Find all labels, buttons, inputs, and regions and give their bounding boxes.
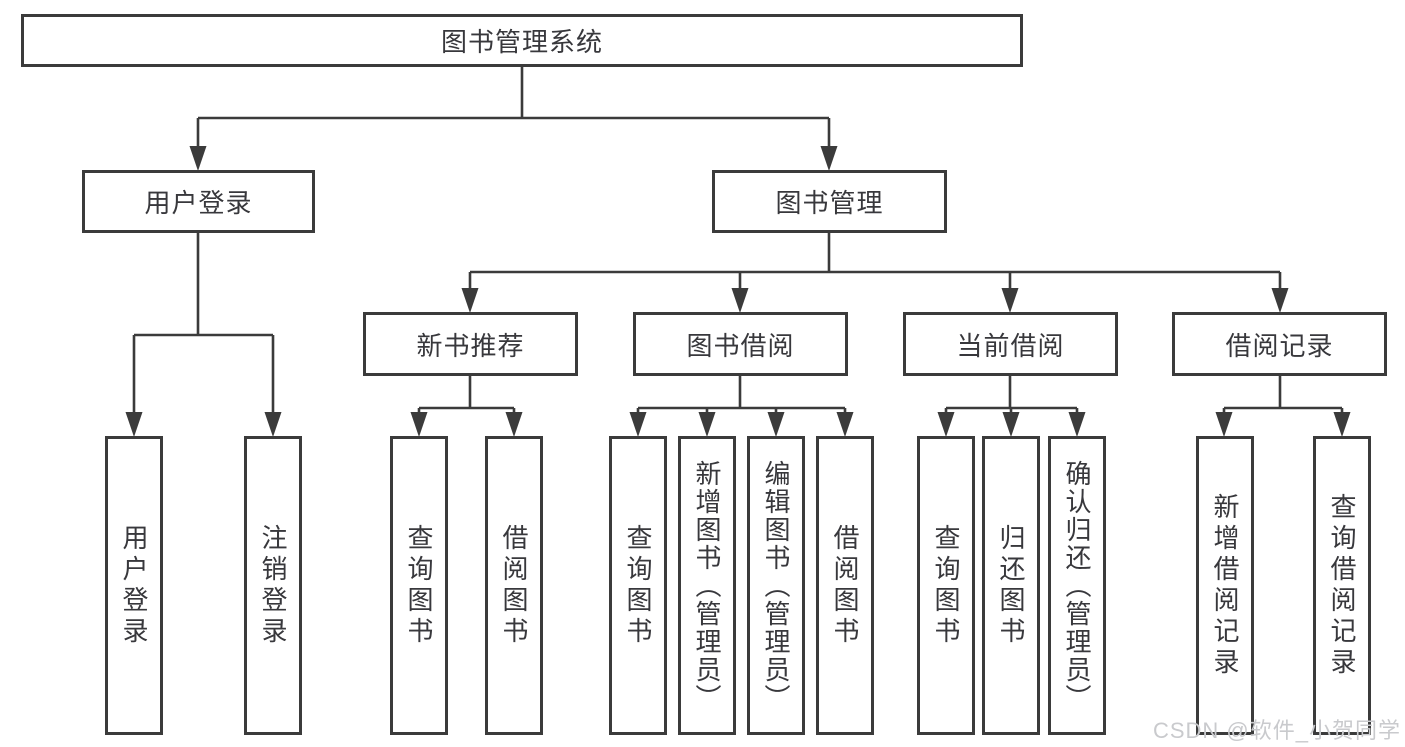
arrow-down-icon [125, 412, 143, 437]
arrow-down-icon [461, 288, 479, 313]
node-current-borrowing-label: 当前借阅 [956, 330, 1065, 361]
node-user-login-label: 用户登录 [144, 188, 253, 218]
node-borrow-records-label: 借阅记录 [1225, 330, 1334, 361]
leaf-edit-book-admin-label: 编辑图书（管理员） [761, 459, 791, 712]
leaf-add-book-admin: 新增图书（管理员） [678, 436, 736, 735]
leaf-current-query-book-label: 查询图书 [931, 523, 961, 648]
arrow-down-icon [698, 412, 716, 437]
leaf-current-query-book: 查询图书 [917, 436, 975, 735]
arrow-down-icon [1001, 288, 1019, 313]
leaf-confirm-return-admin-label: 确认归还（管理员） [1062, 459, 1092, 712]
node-book-management: 图书管理 [712, 170, 947, 233]
node-new-book-recommend-label: 新书推荐 [416, 330, 525, 361]
arrow-down-icon [767, 412, 785, 437]
node-root-label: 图书管理系统 [440, 27, 603, 57]
node-book-borrowing-label: 图书借阅 [686, 330, 795, 361]
node-borrow-records: 借阅记录 [1172, 312, 1387, 376]
arrow-down-icon [1271, 288, 1289, 313]
arrow-down-icon [937, 412, 955, 437]
arrow-down-icon [731, 288, 749, 313]
arrow-down-icon [410, 412, 428, 437]
leaf-recommend-borrow-book: 借阅图书 [485, 436, 543, 735]
node-new-book-recommend: 新书推荐 [363, 312, 578, 376]
arrow-down-icon [836, 412, 854, 437]
leaf-borrowing-borrow-book-label: 借阅图书 [830, 523, 860, 648]
leaf-return-book: 归还图书 [982, 436, 1040, 735]
leaf-logout: 注销登录 [244, 436, 302, 735]
leaf-query-borrow-record: 查询借阅记录 [1313, 436, 1371, 735]
node-book-management-label: 图书管理 [775, 188, 884, 218]
leaf-logout-label: 注销登录 [258, 523, 288, 648]
arrow-down-icon [1002, 412, 1020, 437]
leaf-add-borrow-record-label: 新增借阅记录 [1210, 492, 1240, 679]
arrow-down-icon [264, 412, 282, 437]
arrow-down-icon [189, 146, 207, 171]
leaf-user-login-label: 用户登录 [119, 523, 149, 648]
arrow-down-icon [1333, 412, 1351, 437]
leaf-recommend-query-book-label: 查询图书 [404, 523, 434, 648]
leaf-borrowing-query-book: 查询图书 [609, 436, 667, 735]
csdn-watermark: CSDN @软件_小贺同学 [1152, 718, 1401, 743]
leaf-add-borrow-record: 新增借阅记录 [1196, 436, 1254, 735]
leaf-recommend-borrow-book-label: 借阅图书 [499, 523, 529, 648]
arrow-down-icon [820, 146, 838, 171]
node-user-login: 用户登录 [82, 170, 315, 233]
leaf-query-borrow-record-label: 查询借阅记录 [1327, 492, 1357, 679]
leaf-add-book-admin-label: 新增图书（管理员） [692, 459, 722, 712]
arrow-down-icon [1215, 412, 1233, 437]
leaf-user-login: 用户登录 [105, 436, 163, 735]
leaf-confirm-return-admin: 确认归还（管理员） [1048, 436, 1106, 735]
leaf-borrowing-borrow-book: 借阅图书 [816, 436, 874, 735]
arrow-down-icon [629, 412, 647, 437]
leaf-borrowing-query-book-label: 查询图书 [623, 523, 653, 648]
node-current-borrowing: 当前借阅 [903, 312, 1118, 376]
leaf-return-book-label: 归还图书 [996, 523, 1026, 648]
leaf-recommend-query-book: 查询图书 [390, 436, 448, 735]
node-book-borrowing: 图书借阅 [633, 312, 848, 376]
arrow-down-icon [505, 412, 523, 437]
node-root: 图书管理系统 [21, 14, 1023, 67]
arrow-down-icon [1068, 412, 1086, 437]
leaf-edit-book-admin: 编辑图书（管理员） [747, 436, 805, 735]
